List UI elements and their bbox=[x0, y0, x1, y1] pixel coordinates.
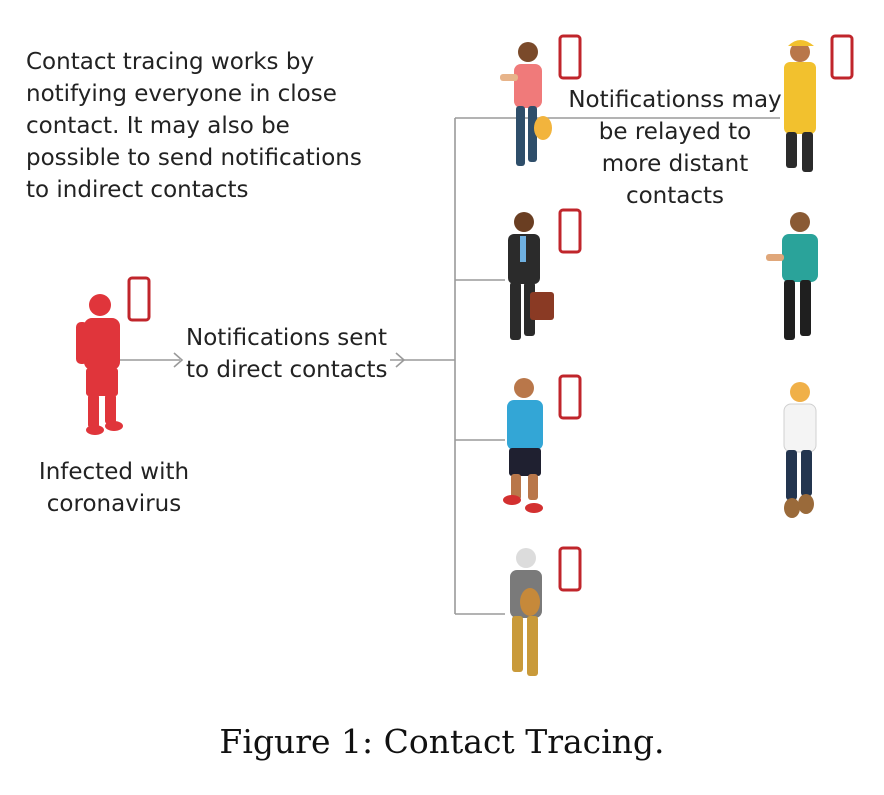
distant-contact-1-icon bbox=[784, 40, 816, 172]
direct-contact-1-icon bbox=[500, 42, 552, 166]
intro-text: Contact tracing works by notifying every… bbox=[26, 49, 362, 203]
phone-icon bbox=[830, 34, 854, 80]
phone-icon bbox=[127, 276, 151, 322]
infected-label: Infected with coronavirus bbox=[38, 459, 190, 517]
phone-icon bbox=[558, 208, 582, 254]
arrow-1 bbox=[173, 352, 184, 368]
arrow-2 bbox=[395, 352, 406, 368]
direct-contact-2-icon bbox=[508, 212, 554, 340]
phone-icon bbox=[558, 374, 582, 420]
phone-icon bbox=[558, 34, 582, 80]
figure-caption: Figure 1: Contact Tracing. bbox=[219, 722, 665, 761]
direct-contact-4-icon bbox=[510, 548, 542, 676]
connectors bbox=[120, 117, 780, 615]
infected-person-icon bbox=[76, 294, 123, 435]
direct-contact-3-icon bbox=[503, 378, 543, 513]
relay-label: Notificationss may be relayed to more di… bbox=[568, 87, 782, 209]
phone-icon bbox=[558, 546, 582, 592]
distant-contact-2-icon bbox=[766, 212, 818, 340]
direct-contacts-label: Notifications sent to direct contacts bbox=[186, 325, 388, 383]
distant-contact-3-icon bbox=[783, 382, 817, 518]
